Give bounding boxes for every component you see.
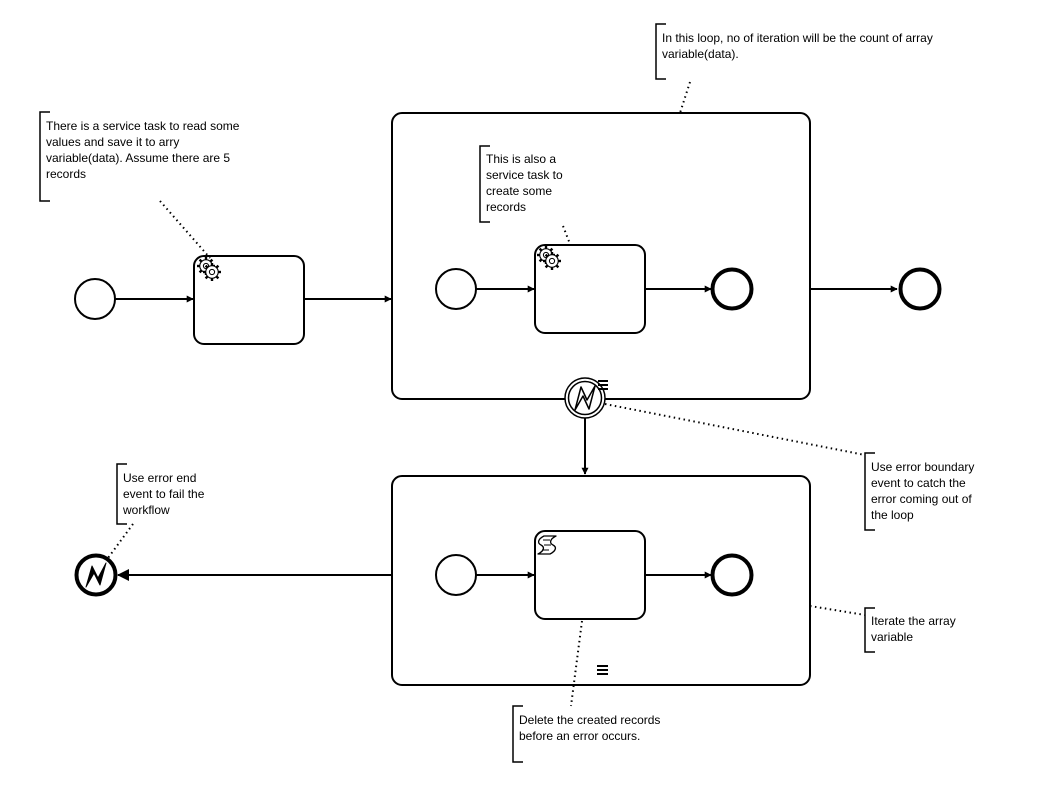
bracket-service-read	[39, 111, 50, 202]
script-icon	[537, 535, 557, 555]
annotation-service-read: There is a service task to read some val…	[46, 119, 240, 181]
service-task-read[interactable]	[193, 255, 305, 345]
sequential-multi-instance-icon	[597, 665, 608, 675]
annotation-service-create: This is also a service task to create so…	[486, 152, 563, 214]
end-event-main[interactable]	[898, 267, 942, 311]
cleanup-start-event[interactable]	[435, 554, 477, 596]
loop-start-event[interactable]	[435, 268, 477, 310]
service-task-create[interactable]	[534, 244, 646, 334]
script-task-delete[interactable]	[534, 530, 646, 620]
bracket-loop-count	[655, 23, 666, 80]
error-end-icon[interactable]	[74, 553, 118, 597]
sequential-multi-instance-icon	[598, 380, 608, 390]
bracket-iterate	[864, 607, 875, 653]
start-event-main[interactable]	[74, 278, 116, 320]
bracket-delete-records	[512, 705, 523, 763]
annotation-iterate: Iterate the array variable	[871, 614, 956, 644]
annotation-loop-count: In this loop, no of iteration will be th…	[662, 31, 933, 61]
annotation-error-boundary: Use error boundary event to catch the er…	[871, 460, 975, 522]
bracket-error-boundary	[864, 452, 875, 531]
loop-end-event[interactable]	[710, 267, 754, 311]
bracket-service-create	[479, 145, 490, 223]
annotation-associations	[107, 81, 866, 707]
cleanup-end-event[interactable]	[710, 553, 754, 597]
annotation-brackets	[39, 23, 875, 763]
bracket-error-end	[116, 463, 127, 525]
annotation-error-end: Use error end event to fail the workflow	[123, 471, 205, 517]
annotation-delete-records: Delete the created records before an err…	[519, 713, 661, 743]
